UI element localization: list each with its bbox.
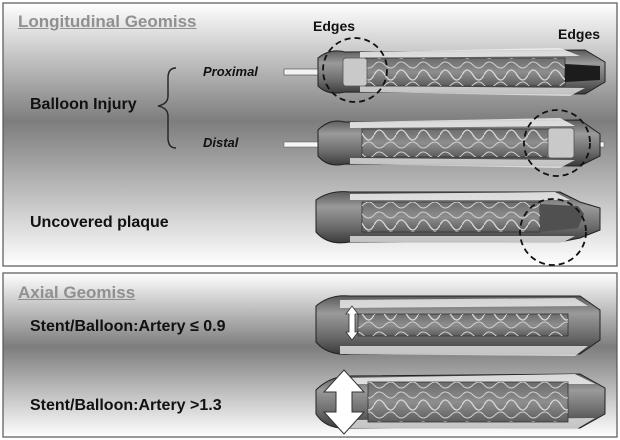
longitudinal-title: Longitudinal Geomiss	[18, 12, 197, 32]
edges-label-right: Edges	[558, 26, 600, 42]
vessel-undersized	[316, 296, 600, 356]
distal-label: Distal	[203, 135, 238, 150]
balloon-injury-label: Balloon Injury	[30, 96, 137, 114]
undersized-label: Stent/Balloon:Artery ≤ 0.9	[30, 318, 225, 336]
oversized-label: Stent/Balloon:Artery >1.3	[30, 397, 222, 415]
vessel-oversized	[316, 370, 605, 434]
edges-label-left: Edges	[313, 18, 355, 34]
axial-title: Axial Geomiss	[18, 283, 135, 303]
proximal-label: Proximal	[203, 64, 258, 79]
uncovered-plaque-label: Uncovered plaque	[30, 214, 169, 232]
